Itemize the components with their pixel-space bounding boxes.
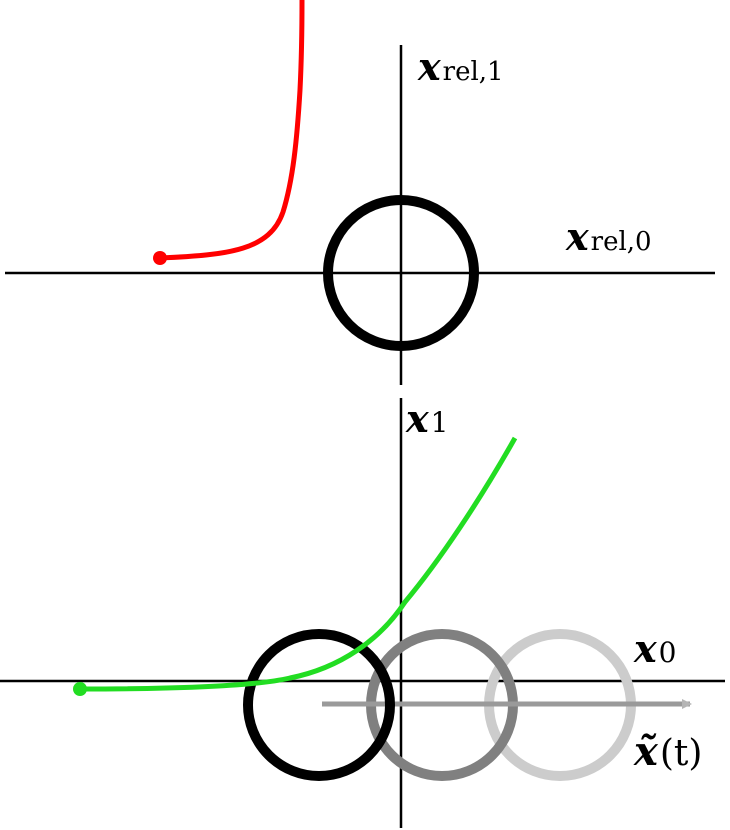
top-panel: xrel,1 xrel,0 xyxy=(5,0,715,385)
bottom-obstacle-circle-current xyxy=(243,629,395,781)
bottom-panel: x1 x0 x̃(t) xyxy=(0,396,725,828)
top-x-axis-label: xrel,0 xyxy=(565,214,652,259)
top-y-axis-label: xrel,1 xyxy=(417,44,504,89)
bottom-absolute-trajectory xyxy=(79,436,518,692)
top-trajectory-start-dot xyxy=(153,251,167,265)
bottom-x-axis-label: x0 xyxy=(633,626,676,671)
bottom-y-axis-label: x1 xyxy=(405,396,448,441)
top-relative-trajectory xyxy=(159,0,305,261)
bottom-trajectory-start-dot xyxy=(73,682,87,696)
top-obstacle-circle xyxy=(323,195,479,351)
motion-label: x̃(t) xyxy=(633,728,702,775)
